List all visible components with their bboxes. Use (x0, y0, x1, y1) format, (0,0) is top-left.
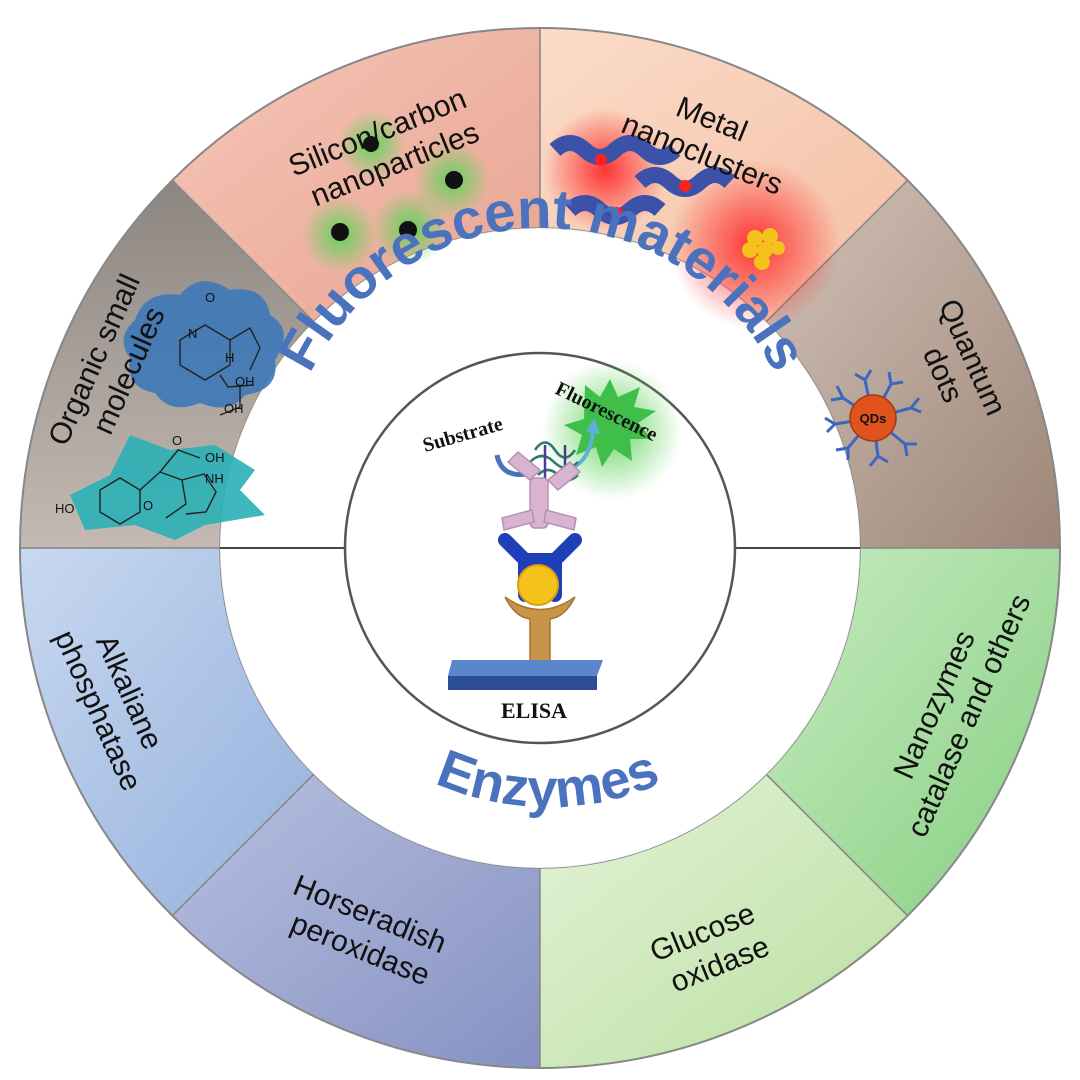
blue-cloud (123, 281, 284, 408)
chem-label: O (205, 290, 215, 305)
red-atom (679, 180, 691, 192)
black-dot (445, 171, 463, 189)
chem-label: OH (224, 401, 244, 416)
secondary-antibody (501, 450, 582, 531)
chem-label: O (172, 433, 182, 448)
plate-front (448, 676, 597, 690)
chem-label: NH (205, 471, 224, 486)
nanoparticle-graphic (302, 111, 490, 273)
elisa-label: ELISA (501, 698, 567, 723)
organic-molecule-graphic: OH OH OH NH HO N H O O O (55, 281, 284, 540)
teal-cloud (70, 435, 265, 540)
fluorescence-star (564, 379, 656, 467)
black-dot (399, 221, 417, 239)
ligand-branches (824, 369, 922, 467)
chem-label: OH (205, 450, 225, 465)
qd-label: QDs (860, 411, 887, 426)
molecule-bonds (179, 324, 261, 416)
product-arrowhead (586, 418, 600, 434)
nanocluster-graphic (543, 108, 840, 330)
red-atom (611, 207, 623, 219)
chem-label: OH (235, 374, 255, 389)
molecule-bonds-2 (99, 449, 217, 525)
elisa-schematic: Substrate Fluorescence ELISA (420, 360, 682, 723)
chem-label: N (188, 326, 197, 341)
qd-core (849, 394, 897, 442)
capture-antibody (504, 596, 576, 662)
plate-top (448, 660, 603, 676)
red-atom (595, 154, 607, 166)
outer-boundary (19, 27, 1061, 1069)
chem-label: HO (55, 501, 75, 516)
antigen (517, 564, 559, 606)
chem-label: O (143, 498, 153, 513)
quantum-dot-graphic: QDs (824, 369, 922, 467)
protein-ribbon (549, 135, 681, 165)
black-dot (363, 136, 379, 152)
chem-label: H (225, 350, 234, 365)
gold-cluster (742, 228, 785, 270)
black-dot (331, 223, 349, 241)
